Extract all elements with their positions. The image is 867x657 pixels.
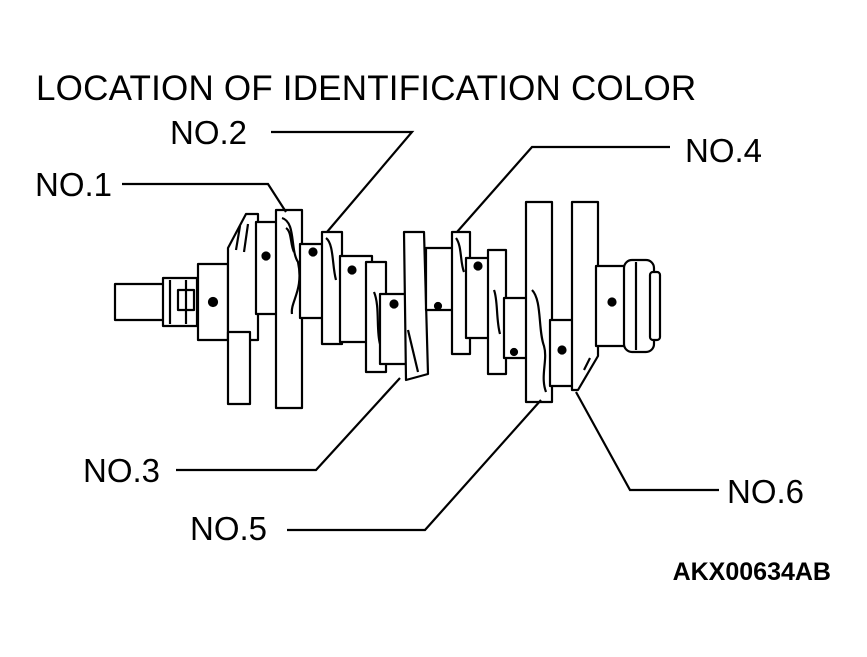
label-no4: NO.4 xyxy=(685,132,763,169)
label-no5: NO.5 xyxy=(190,510,268,547)
crankpin-2 xyxy=(378,292,410,366)
counterweight-5 xyxy=(524,200,554,404)
label-no3: NO.3 xyxy=(83,452,161,489)
counterweight-1 xyxy=(226,212,260,406)
rear-main-journal xyxy=(594,264,628,348)
diagram-title: LOCATION OF IDENTIFICATION COLOR xyxy=(36,69,697,108)
leader-lines xyxy=(122,130,719,532)
crank-web-1 xyxy=(274,208,304,410)
figure-code: AKX00634AB xyxy=(672,558,831,586)
rear-flange xyxy=(622,258,662,354)
leader-no3 xyxy=(176,377,401,472)
crankshaft-nose xyxy=(113,276,199,328)
label-no6: NO.6 xyxy=(727,473,805,510)
label-no1: NO.1 xyxy=(35,166,113,203)
counterweight-6 xyxy=(570,200,600,392)
leader-no6 xyxy=(575,391,719,492)
leader-no2 xyxy=(271,130,415,233)
front-main-journal xyxy=(196,262,230,342)
leader-no1 xyxy=(122,182,287,213)
leader-no4 xyxy=(456,145,670,233)
leader-no5 xyxy=(287,399,542,532)
crank-web-3b xyxy=(402,230,430,382)
label-no2: NO.2 xyxy=(170,114,248,151)
